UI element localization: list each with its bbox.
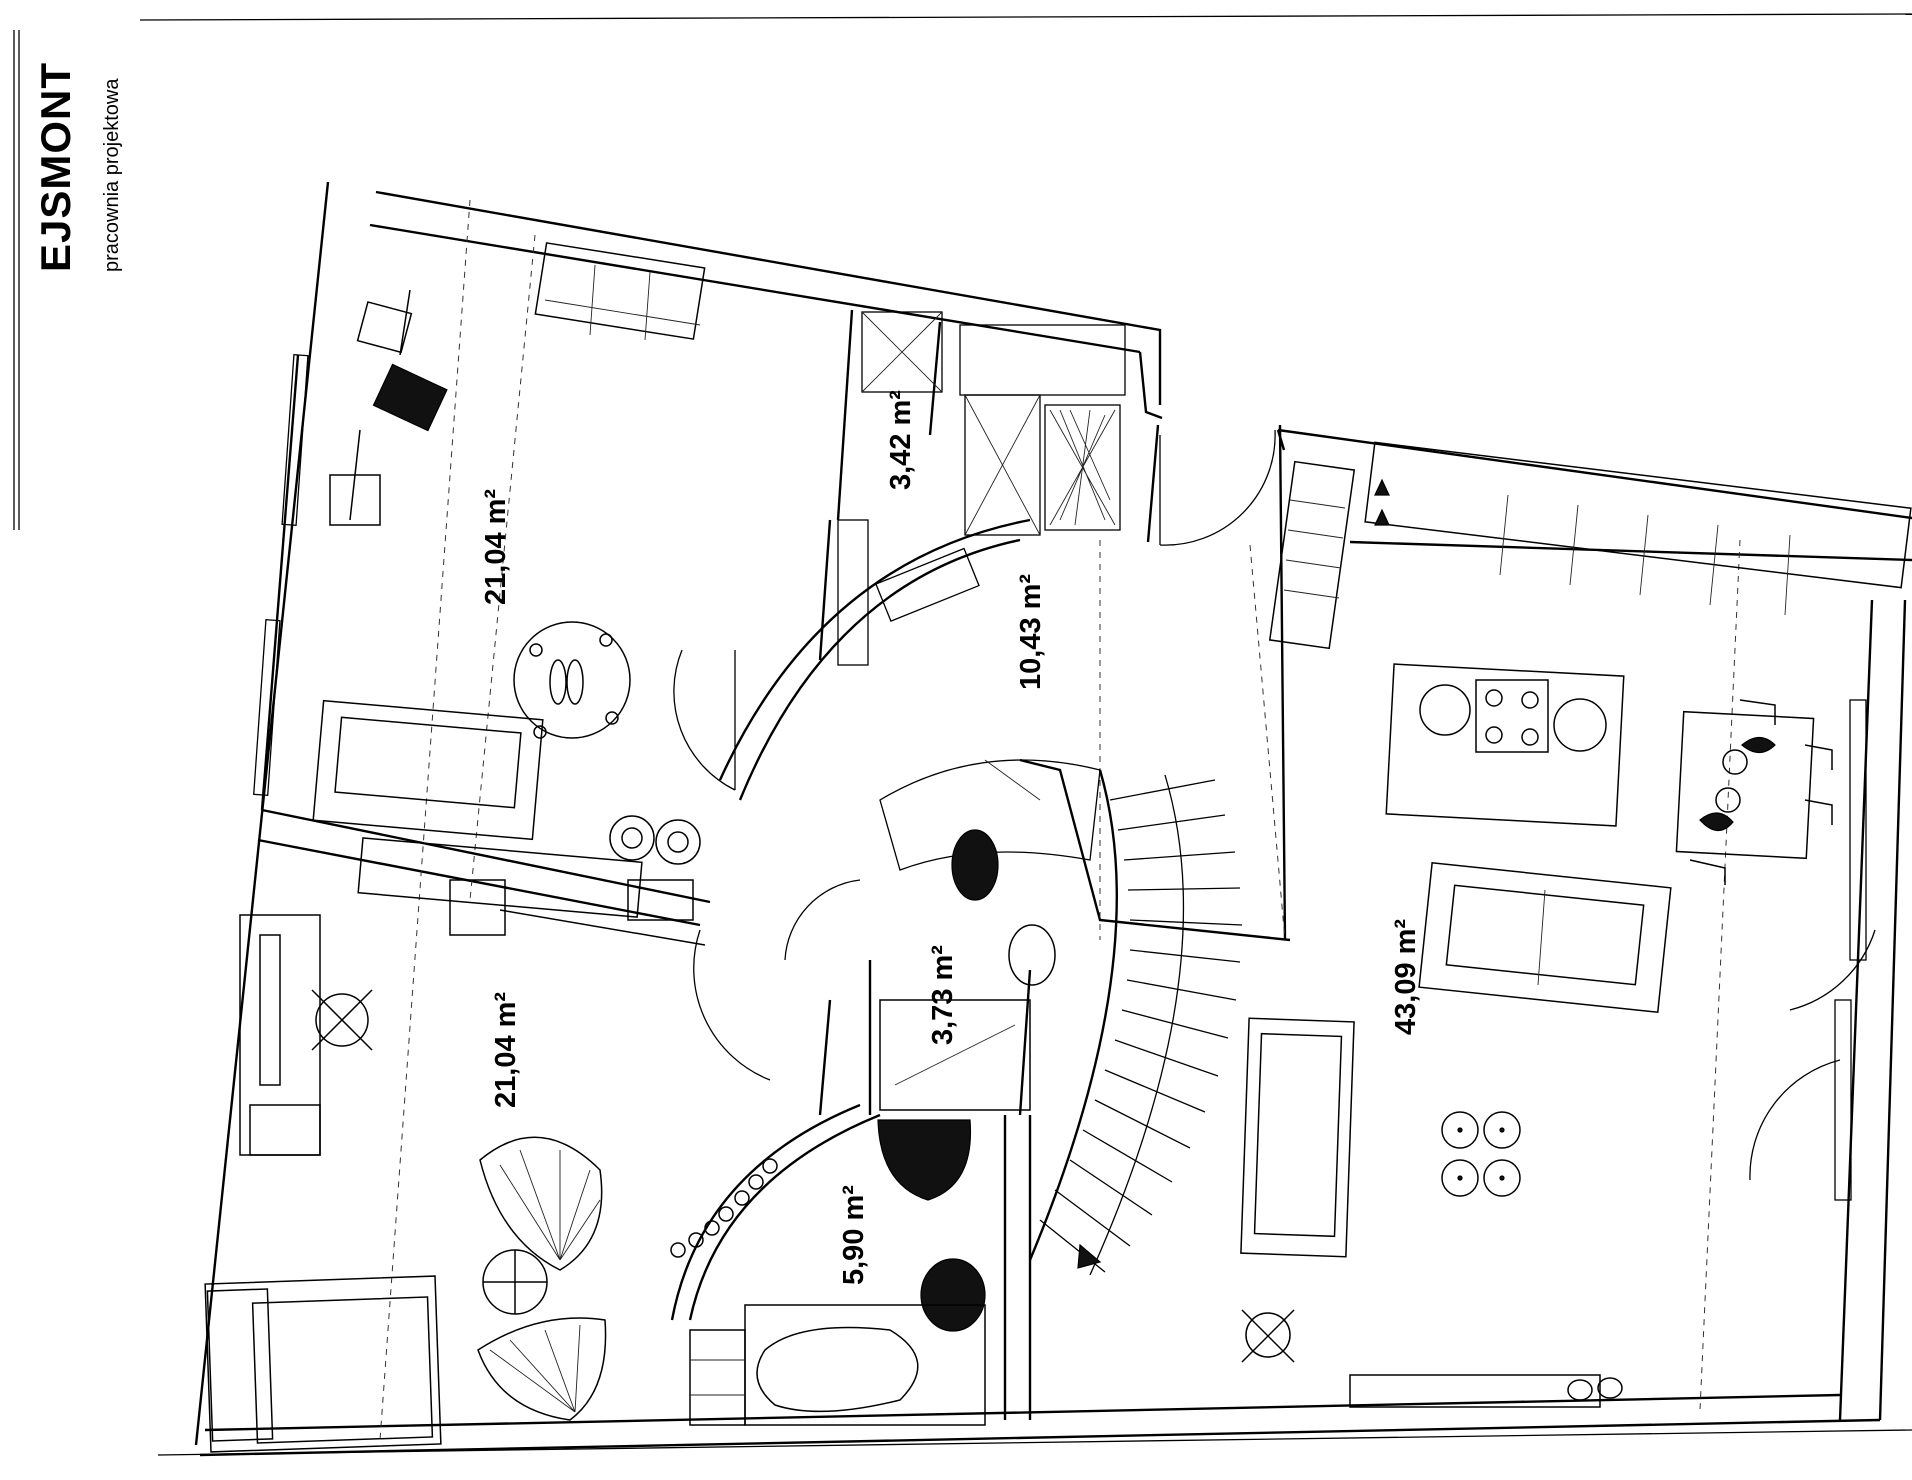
page-top-rule [139, 13, 1912, 21]
dashed-lines [379, 199, 1741, 1441]
area-label-living-kitchen: 43,09 m² [1390, 919, 1422, 1035]
wardrobe-fixtures [837, 311, 1126, 666]
wc-fixtures [879, 759, 1101, 1111]
area-label-wardrobe: 3,42 m² [885, 390, 917, 490]
area-label-bathroom: 5,90 m² [838, 1185, 870, 1285]
bathroom-fixtures [670, 1119, 986, 1426]
bottom-left-room-furniture [204, 837, 706, 1453]
area-labels: 21,04 m² 3,42 m² 10,43 m² 43,09 m² 3,73 … [480, 390, 1422, 1285]
area-label-bottom-left: 21,04 m² [490, 992, 522, 1108]
brand-subtitle: pracownia projektowa [101, 78, 123, 272]
area-label-top-left: 21,04 m² [480, 489, 512, 605]
windows [253, 354, 1867, 1201]
area-label-hall: 10,43 m² [1015, 574, 1047, 690]
outer-walls [194, 181, 1912, 1457]
spiral-stair [1028, 769, 1243, 1276]
title-block: EJSMONT pracownia projektowa [32, 62, 123, 272]
internal-walls [257, 309, 1291, 1420]
living-kitchen-furniture [1240, 441, 1912, 1408]
area-label-wc: 3,73 m² [927, 945, 959, 1045]
top-left-room-furniture [312, 242, 706, 921]
brand-name: EJSMONT [32, 62, 79, 272]
doors [673, 429, 1876, 1181]
